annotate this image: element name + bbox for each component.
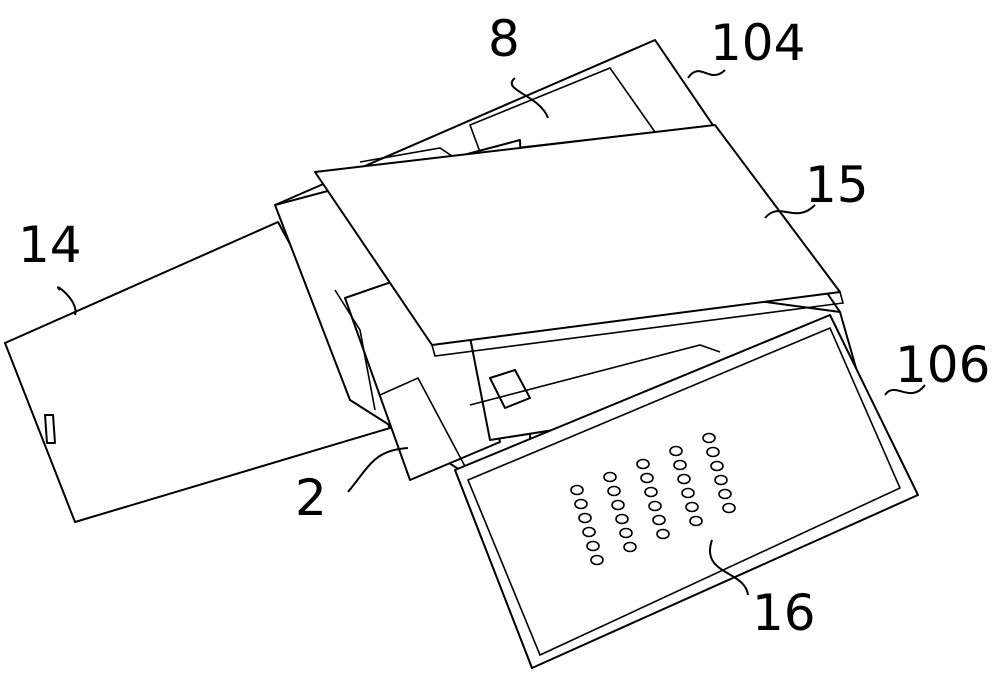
vent-hole — [624, 543, 636, 552]
vent-hole — [653, 516, 665, 525]
vent-hole — [674, 461, 686, 470]
vent-hole — [620, 529, 632, 538]
label-8: 8 — [488, 10, 520, 68]
leader-14 — [58, 287, 76, 315]
vent-hole — [682, 489, 694, 498]
vent-hole — [719, 490, 731, 499]
vent-hole — [645, 488, 657, 497]
vent-hole — [583, 528, 595, 537]
label-15: 15 — [805, 156, 869, 214]
vent-hole — [715, 476, 727, 485]
vent-hole — [707, 448, 719, 457]
vent-hole — [587, 542, 599, 551]
label-14: 14 — [18, 216, 82, 274]
label-2: 2 — [295, 469, 327, 527]
vent-hole — [608, 487, 620, 496]
plate-handle-slot — [45, 415, 55, 443]
vent-hole — [690, 517, 702, 526]
vent-hole — [571, 486, 583, 495]
vent-hole — [604, 473, 616, 482]
vent-hole — [575, 500, 587, 509]
vent-hole — [579, 514, 591, 523]
vent-hole — [670, 447, 682, 456]
vent-hole — [711, 462, 723, 471]
label-106: 106 — [895, 336, 990, 394]
vent-hole — [723, 504, 735, 513]
label-104: 104 — [710, 14, 805, 72]
vent-hole — [686, 503, 698, 512]
vent-hole — [612, 501, 624, 510]
vent-hole — [641, 474, 653, 483]
vent-hole — [657, 530, 669, 539]
vent-hole — [616, 515, 628, 524]
vent-hole — [678, 475, 690, 484]
vent-hole — [591, 556, 603, 565]
vent-hole — [703, 434, 715, 443]
label-16: 16 — [752, 584, 816, 642]
leader-2 — [348, 448, 408, 492]
vent-hole — [637, 460, 649, 469]
vent-hole — [649, 502, 661, 511]
